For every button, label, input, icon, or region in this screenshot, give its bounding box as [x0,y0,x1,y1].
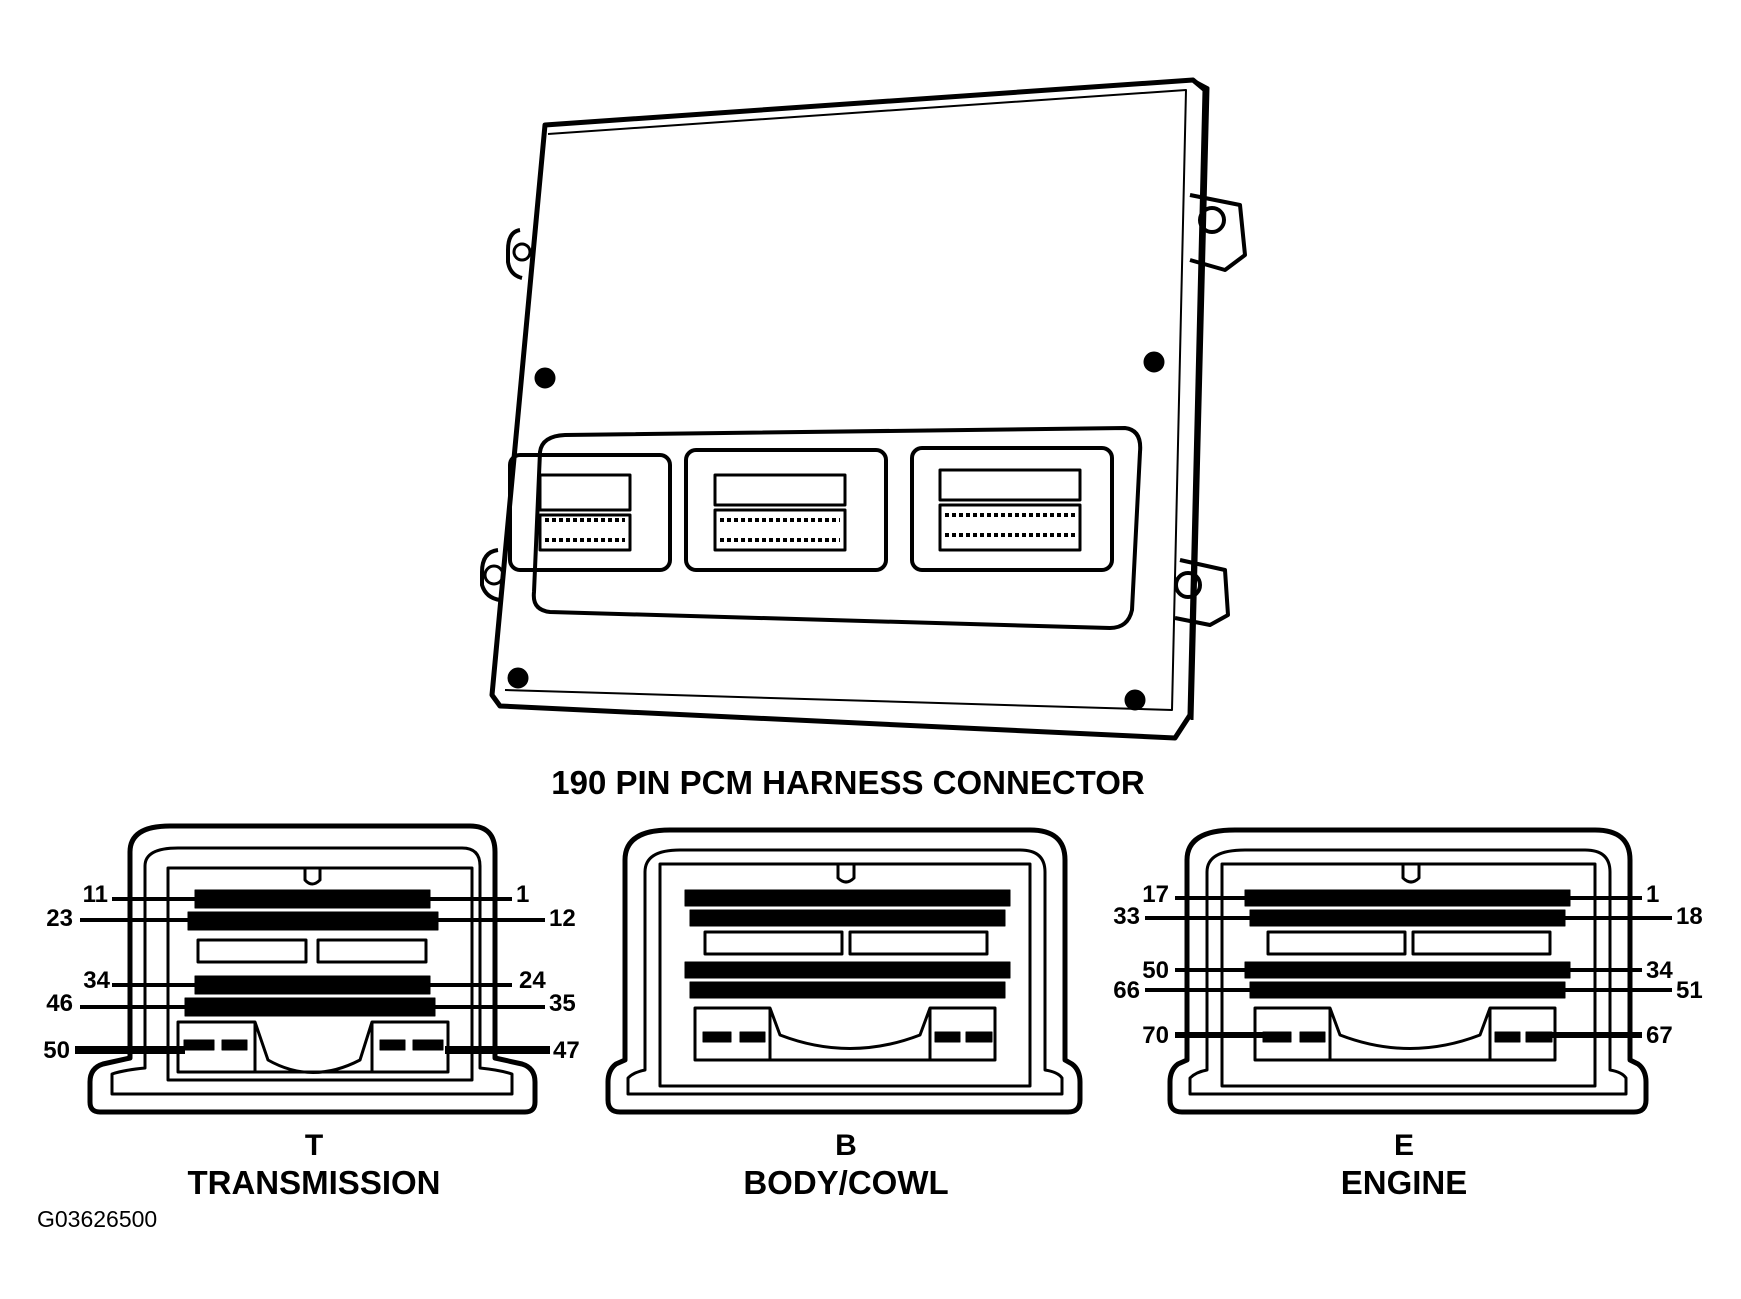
connector-letter: B [835,1129,857,1162]
connector-name: TRANSMISSION [187,1164,440,1201]
connector-face-body-cowl [605,827,1083,1115]
pin-label: 51 [1676,977,1703,1004]
figure-id: G03626500 [37,1206,157,1232]
pin-label: 34 [1646,957,1673,984]
pin-label: 34 [83,967,110,994]
pin-labels-transmission: 11 23 34 46 50 1 12 24 35 47 [43,881,579,1064]
connector-face-transmission [75,823,550,1115]
pin-label: 50 [1142,957,1169,984]
pin-label: 46 [46,990,73,1017]
connector-letter: E [1394,1129,1414,1162]
pin-label: 12 [549,905,576,932]
connector-letter: T [305,1129,323,1162]
pin-label: 1 [1646,881,1659,908]
connector-faces [75,823,1672,1115]
pin-label: 1 [516,881,529,908]
pin-label: 11 [83,881,108,908]
pcm-module-illustration [480,77,1247,741]
connector-face-engine [1145,827,1672,1115]
connector-name: BODY/COWL [743,1164,948,1201]
pin-label: 18 [1676,903,1703,930]
pin-label: 23 [46,905,73,932]
connector-captions: T TRANSMISSION B BODY/COWL E ENGINE [187,1129,1467,1201]
connector-name: ENGINE [1341,1164,1468,1201]
pin-label: 17 [1142,881,1169,908]
diagram-title: 190 PIN PCM HARNESS CONNECTOR [551,764,1145,801]
pin-label: 47 [553,1037,580,1064]
pin-label: 33 [1113,903,1140,930]
pin-label: 70 [1142,1022,1169,1049]
pin-labels-engine: 17 33 50 66 70 1 18 34 51 67 [1113,881,1702,1049]
pin-label: 35 [549,990,576,1017]
pin-label: 24 [519,967,546,994]
pin-label: 66 [1113,977,1140,1004]
pin-label: 50 [43,1037,70,1064]
pin-label: 67 [1646,1022,1673,1049]
